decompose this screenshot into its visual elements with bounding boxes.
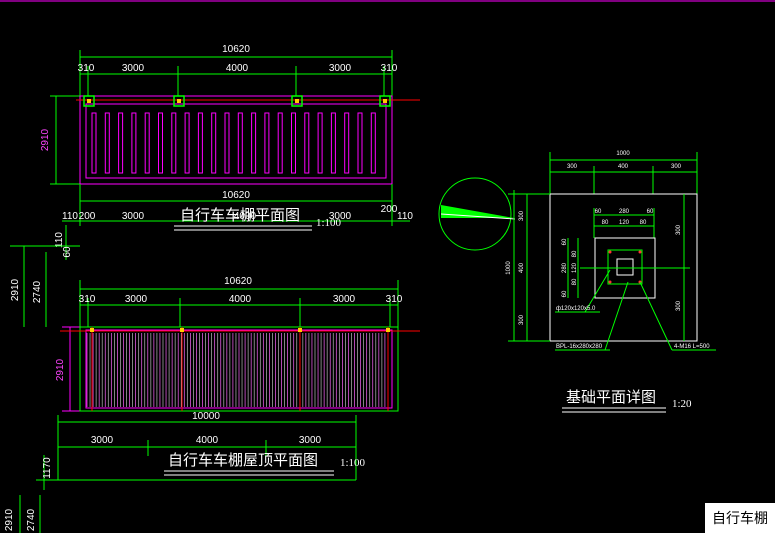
roof-bottom-left-dim-1: 2910 — [4, 508, 15, 531]
plan-dim-seg-5: 310 — [381, 63, 398, 74]
slat — [158, 112, 163, 174]
roof-ribs — [86, 333, 389, 407]
detail-seg-1: 300 — [567, 164, 578, 170]
detail-left-inner-1: 60 — [562, 238, 568, 245]
detail-inner-top-2: 280 — [619, 209, 630, 215]
slat — [357, 112, 363, 174]
detail-inner-mid-2: 120 — [619, 220, 630, 226]
slat — [277, 112, 283, 174]
plan-left-dim-1: 110 — [54, 232, 65, 248]
roof-outer-height: 2910 — [10, 278, 21, 301]
roof-overall-dim: 10620 — [224, 276, 252, 287]
roof-lower-seg-2: 4000 — [196, 435, 219, 446]
plan-left-dim-2: 60 — [62, 246, 73, 258]
slat — [184, 112, 190, 174]
slat — [91, 112, 97, 174]
detail-right-seg-1: 300 — [676, 224, 682, 235]
detail-left-inner-3: 60 — [562, 290, 568, 297]
roof-columns — [90, 327, 390, 411]
plan-dim-seg-2: 3000 — [122, 63, 145, 74]
slat — [104, 112, 110, 174]
plan-height-dim: 2910 — [40, 128, 51, 151]
roof-dim-seg-4: 3000 — [333, 294, 356, 305]
drawing-name-label: 自行车棚 — [704, 502, 775, 533]
slat — [370, 112, 376, 174]
detail-seg-2: 400 — [618, 164, 629, 170]
detail-left-seg-2: 400 — [519, 262, 525, 273]
detail-inner-top-1: 60 — [595, 209, 602, 215]
plan-scale: 1:100 — [316, 217, 342, 229]
detail-scale: 1:20 — [672, 398, 692, 410]
slat — [317, 112, 323, 174]
plan-dim-seg-4: 3000 — [329, 63, 352, 74]
slat — [291, 112, 296, 174]
detail-left-mid-1: 80 — [572, 250, 578, 257]
plan-lower-seg-2: 200 — [79, 211, 96, 222]
roof-lower-seg-3: 3000 — [299, 435, 322, 446]
plan-title: 自行车车棚平面图 — [180, 207, 300, 224]
plan-slats — [91, 112, 376, 174]
plan-columns — [83, 95, 391, 107]
detail-overall-dim: 1000 — [616, 151, 630, 157]
roof-left-dim: 1170 — [42, 457, 53, 479]
slat — [211, 112, 217, 174]
slat — [264, 112, 270, 174]
plan-lower-seg-1: 110 — [62, 211, 78, 222]
detail-inner-top-3: 60 — [647, 209, 654, 215]
foundation-plan-detail: 1000 300 400 300 60 280 60 80 120 80 100… — [438, 151, 716, 413]
detail-right-seg-2: 300 — [676, 300, 682, 311]
detail-seg-3: 300 — [671, 164, 682, 170]
roof-dim-seg-3: 4000 — [229, 294, 252, 305]
slat — [118, 112, 124, 174]
slat — [237, 112, 243, 174]
plan-overall-dim: 10620 — [222, 44, 250, 55]
roof-dim-seg-1: 310 — [79, 294, 96, 305]
roof-lower-seg-1: 3000 — [91, 435, 114, 446]
detail-inner-mid-3: 80 — [640, 220, 647, 226]
roof-title: 自行车车棚屋顶平面图 — [168, 452, 318, 469]
slat — [224, 112, 230, 174]
bicycle-shed-roof-plan: 10620 310 3000 4000 3000 310 2910 2740 2… — [4, 245, 420, 533]
detail-left-inner-2: 280 — [562, 262, 568, 273]
roof-inner-height: 2740 — [32, 280, 43, 303]
plan-dim-seg-3: 4000 — [226, 63, 249, 74]
roof-lower-overall-dim: 10000 — [192, 411, 220, 422]
plan-lower-overall-dim: 10620 — [222, 190, 250, 201]
roof-dim-seg-2: 3000 — [125, 294, 148, 305]
section-symbol — [438, 177, 512, 251]
plan-lower-seg-5: 3000 — [329, 211, 352, 222]
detail-note-plate: BPL-16x280x280 — [556, 344, 603, 350]
slat — [304, 112, 310, 174]
slat — [197, 112, 203, 174]
detail-left-overall: 1000 — [506, 261, 512, 275]
slat — [344, 112, 350, 174]
slat — [171, 112, 177, 174]
slat — [144, 112, 150, 174]
slat — [251, 112, 257, 174]
roof-scale: 1:100 — [340, 457, 366, 469]
slat — [131, 112, 137, 174]
plan-dim-seg-1: 310 — [78, 63, 95, 74]
detail-note-bolt: 4-M16 L=500 — [674, 344, 710, 350]
detail-left-seg-3: 300 — [519, 314, 525, 325]
slat — [330, 112, 336, 174]
roof-bottom-left-dim-2: 2740 — [26, 508, 37, 531]
detail-left-mid-3: 80 — [572, 278, 578, 285]
plan-lower-seg-3: 3000 — [122, 211, 145, 222]
detail-note-tube: ф120x120x5.0 — [556, 306, 596, 312]
bicycle-shed-plan: 10620 310 3000 4000 3000 310 2910 — [40, 44, 420, 260]
detail-left-mid-2: 120 — [572, 262, 578, 273]
detail-inner-mid-1: 80 — [602, 220, 609, 226]
plan-lower-seg-4: 4000 — [234, 211, 257, 222]
detail-title: 基础平面详图 — [566, 389, 656, 406]
plan-lower-seg-6: 200 — [381, 204, 398, 215]
plan-lower-seg-7: 110 — [397, 211, 413, 222]
detail-left-seg-1: 300 — [519, 210, 525, 221]
roof-right-height: 2910 — [55, 358, 66, 381]
roof-dim-seg-5: 310 — [386, 294, 403, 305]
